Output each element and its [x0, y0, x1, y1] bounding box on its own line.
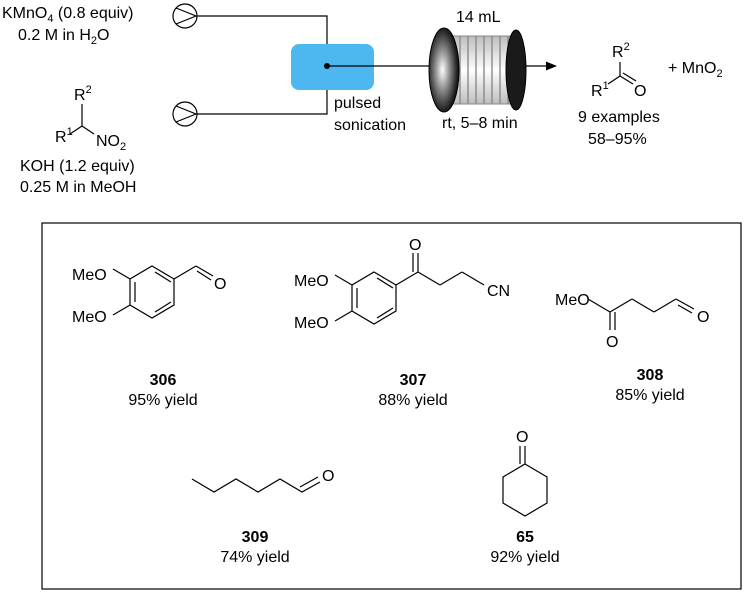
svg-text:O: O: [409, 237, 421, 254]
svg-text:NO2: NO2: [96, 133, 126, 153]
compound-id-307: 307: [400, 372, 427, 389]
byproduct: + MnO2: [668, 60, 723, 80]
svg-text:CN: CN: [487, 283, 510, 300]
svg-text:R2: R2: [74, 84, 92, 104]
pump-2-icon: [172, 101, 198, 127]
svg-text:MeO: MeO: [72, 267, 107, 284]
reagent1-line2: 0.2 M in H2O: [18, 27, 110, 47]
svg-text:R1: R1: [591, 80, 609, 100]
svg-text:O: O: [214, 276, 226, 293]
structure-308: MeO O O: [555, 292, 709, 351]
compound-id-306: 306: [150, 372, 177, 389]
coil-reactor-icon: [428, 27, 527, 113]
yield-65: 92% yield: [490, 549, 559, 566]
svg-text:MeO: MeO: [294, 315, 329, 332]
ketone-structure: R2 R1 O: [591, 41, 646, 100]
svg-text:O: O: [516, 429, 528, 446]
reagent2-line1: KOH (1.2 equiv): [20, 158, 135, 175]
reagent2-line2: 0.25 M in MeOH: [20, 179, 136, 196]
compound-id-65: 65: [516, 529, 534, 546]
compound-id-308: 308: [637, 367, 664, 384]
mixer-label-2: sonication: [334, 117, 406, 134]
reaction-arrow: [526, 61, 557, 71]
coil-conditions: rt, 5–8 min: [442, 115, 518, 132]
examples-count: 9 examples: [578, 109, 660, 126]
nitroalkane-structure: R2 R1 NO2: [55, 84, 126, 153]
reagent1-line1: KMnO4 (0.8 equiv): [2, 5, 134, 25]
structure-306: MeO MeO O: [72, 265, 226, 326]
products-box: [41, 222, 742, 590]
compound-id-309: 309: [242, 529, 269, 546]
mixer-label-1: pulsed: [334, 95, 381, 112]
svg-text:MeO: MeO: [294, 273, 329, 290]
structure-65: O: [502, 429, 548, 517]
svg-text:O: O: [634, 83, 646, 100]
coil-volume: 14 mL: [456, 9, 501, 26]
yield-308: 85% yield: [615, 387, 684, 404]
yield-309: 74% yield: [220, 549, 289, 566]
pump-1-icon: [172, 3, 198, 29]
svg-text:MeO: MeO: [555, 292, 590, 309]
structure-309: O: [191, 468, 334, 493]
svg-text:R2: R2: [612, 41, 630, 61]
yield-306: 95% yield: [128, 392, 197, 409]
svg-text:MeO: MeO: [72, 309, 107, 326]
sonication-mixer: [291, 44, 374, 90]
structure-307: MeO MeO O CN: [294, 237, 510, 332]
svg-text:O: O: [606, 334, 618, 351]
svg-text:O: O: [322, 468, 334, 485]
yield-range: 58–95%: [588, 131, 647, 148]
yield-307: 88% yield: [378, 392, 447, 409]
svg-text:O: O: [697, 309, 709, 326]
svg-text:R1: R1: [55, 126, 73, 146]
